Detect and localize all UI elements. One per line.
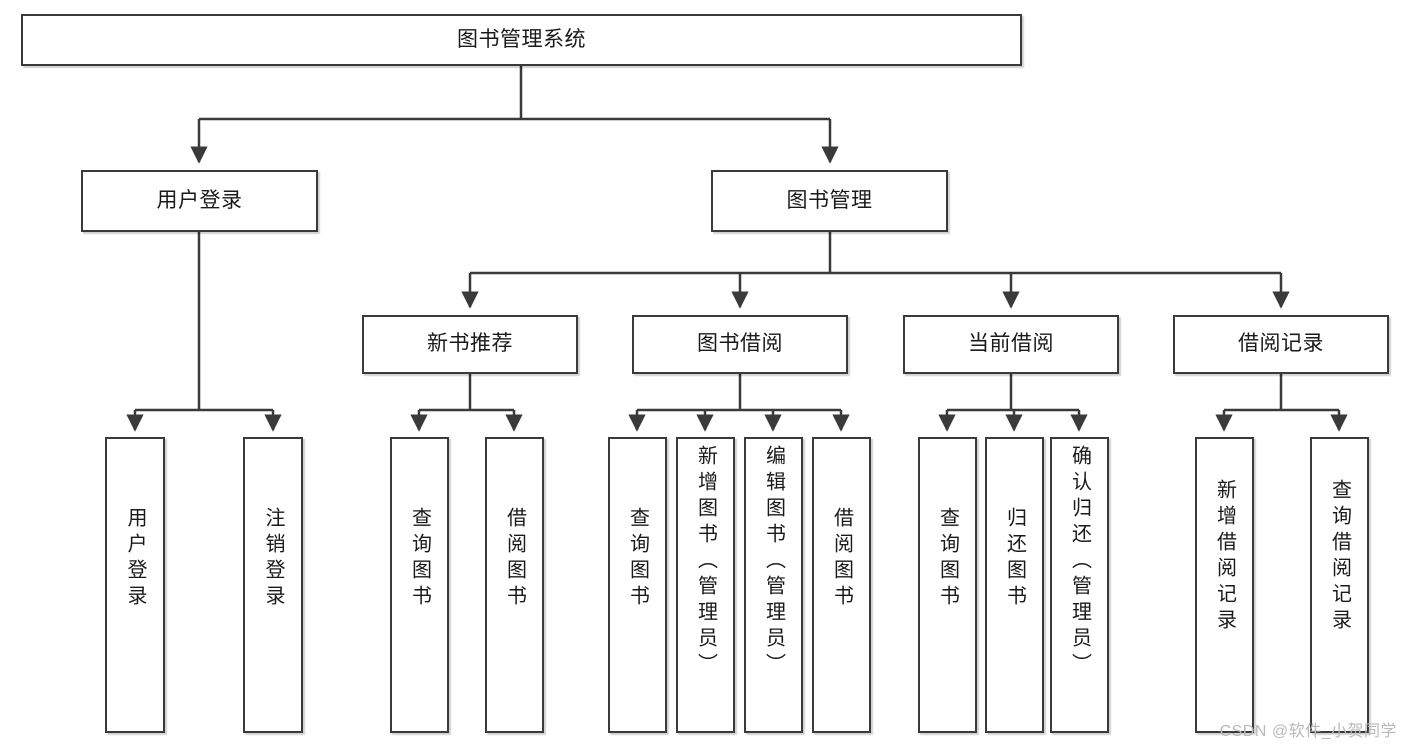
node-leaf-query-borrow-record[interactable]: 查询借阅记录 bbox=[1310, 437, 1369, 733]
node-book-borrow-label: 图书借阅 bbox=[697, 332, 783, 356]
node-leaf-query-book-borrow[interactable]: 查询图书 bbox=[608, 437, 667, 733]
node-current-borrow[interactable]: 当前借阅 bbox=[903, 315, 1119, 374]
node-leaf-query-book-recommend-label: 查询图书 bbox=[408, 507, 431, 611]
node-root[interactable]: 图书管理系统 bbox=[21, 14, 1022, 66]
node-leaf-add-book-admin[interactable]: 新增图书（管理员） bbox=[676, 437, 735, 733]
node-leaf-query-book-current-label: 查询图书 bbox=[936, 507, 959, 611]
node-new-book-recommend[interactable]: 新书推荐 bbox=[362, 315, 578, 374]
node-leaf-borrow-book-label: 借阅图书 bbox=[830, 507, 853, 611]
node-leaf-borrow-book-recommend-label: 借阅图书 bbox=[503, 507, 526, 611]
node-leaf-borrow-book-recommend[interactable]: 借阅图书 bbox=[485, 437, 544, 733]
node-leaf-confirm-return-admin[interactable]: 确认归还（管理员） bbox=[1050, 437, 1109, 733]
node-leaf-user-logout-label: 注销登录 bbox=[262, 507, 284, 611]
node-borrow-records[interactable]: 借阅记录 bbox=[1173, 315, 1389, 374]
node-user-login-label: 用户登录 bbox=[156, 188, 243, 212]
node-leaf-add-borrow-record-label: 新增借阅记录 bbox=[1213, 479, 1236, 635]
node-leaf-query-book-current[interactable]: 查询图书 bbox=[918, 437, 977, 733]
node-leaf-user-logout[interactable]: 注销登录 bbox=[243, 437, 303, 733]
node-leaf-edit-book-admin[interactable]: 编辑图书（管理员） bbox=[744, 437, 803, 733]
node-leaf-user-login-label: 用户登录 bbox=[124, 507, 146, 611]
node-root-label: 图书管理系统 bbox=[457, 27, 586, 51]
node-leaf-user-login[interactable]: 用户登录 bbox=[105, 437, 165, 733]
watermark: CSDN @软件_小贺同学 bbox=[1219, 723, 1397, 740]
node-leaf-edit-book-admin-label: 编辑图书（管理员） bbox=[762, 445, 785, 679]
node-leaf-add-borrow-record[interactable]: 新增借阅记录 bbox=[1195, 437, 1254, 733]
node-book-management[interactable]: 图书管理 bbox=[711, 170, 948, 232]
node-current-borrow-label: 当前借阅 bbox=[968, 332, 1054, 356]
node-leaf-query-book-recommend[interactable]: 查询图书 bbox=[390, 437, 449, 733]
node-borrow-records-label: 借阅记录 bbox=[1238, 332, 1324, 356]
node-leaf-borrow-book[interactable]: 借阅图书 bbox=[812, 437, 871, 733]
node-leaf-confirm-return-admin-label: 确认归还（管理员） bbox=[1068, 445, 1091, 679]
node-leaf-query-borrow-record-label: 查询借阅记录 bbox=[1328, 479, 1351, 635]
node-leaf-add-book-admin-label: 新增图书（管理员） bbox=[694, 445, 717, 679]
node-book-borrow[interactable]: 图书借阅 bbox=[632, 315, 848, 374]
node-user-login[interactable]: 用户登录 bbox=[81, 170, 318, 232]
node-book-management-label: 图书管理 bbox=[786, 188, 873, 212]
node-leaf-return-book[interactable]: 归还图书 bbox=[985, 437, 1044, 733]
node-leaf-query-book-borrow-label: 查询图书 bbox=[626, 507, 649, 611]
node-new-book-recommend-label: 新书推荐 bbox=[427, 332, 513, 356]
node-leaf-return-book-label: 归还图书 bbox=[1003, 507, 1026, 611]
